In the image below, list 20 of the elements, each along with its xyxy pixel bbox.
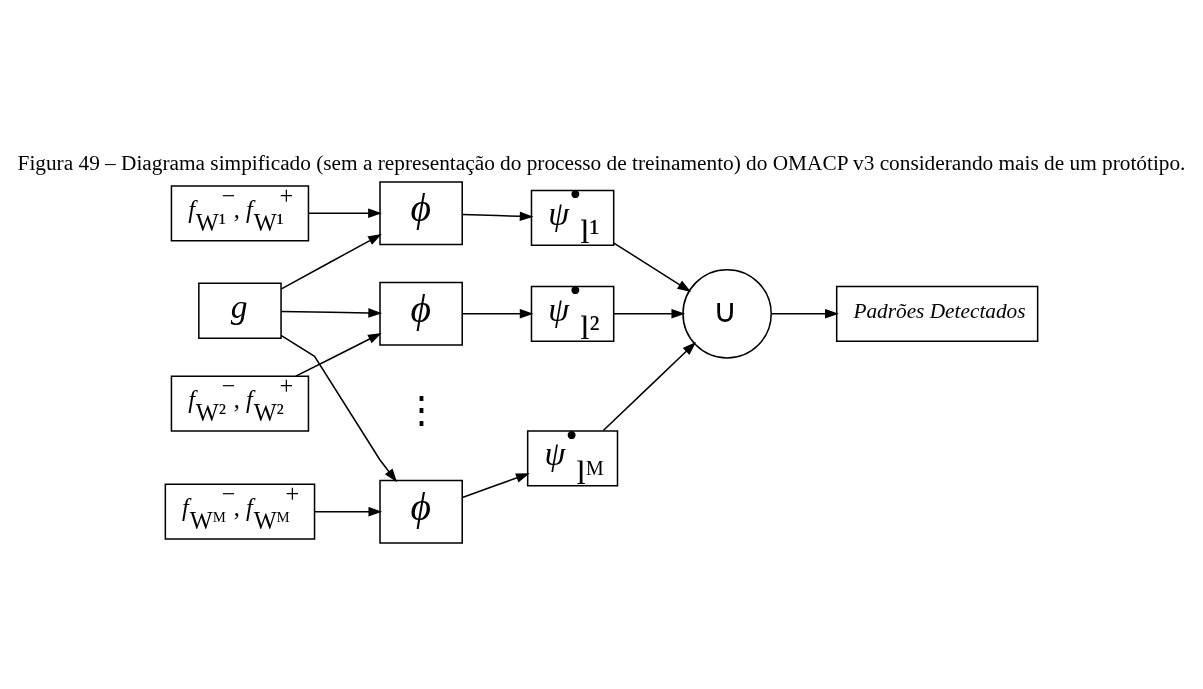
node-box: ϕ: [379, 281, 463, 346]
node-box: g: [198, 282, 282, 339]
node-box: ϕ: [379, 180, 463, 245]
arrow: [280, 233, 382, 290]
diagram-title: Figura 49 – Diagrama simpificado (sem a representação do processo de treinamento) do OMACP v3 considerando mais de um protótipo.: [17, 150, 1186, 175]
arrow: [461, 211, 534, 221]
node-box: Padrões Detectados: [835, 285, 1039, 342]
arrow: [314, 506, 383, 516]
node-box: ϕ: [379, 479, 463, 544]
arrow: [770, 308, 839, 319]
arrow: [280, 307, 383, 318]
arrow: [461, 472, 530, 498]
arrow: [295, 332, 382, 377]
arrow: [613, 241, 692, 292]
label: ⋮: [402, 388, 440, 430]
arrow: [280, 334, 398, 482]
arrow: [461, 308, 534, 319]
arrow: [602, 341, 697, 431]
arrow: [308, 208, 382, 218]
arrow: [613, 308, 686, 319]
